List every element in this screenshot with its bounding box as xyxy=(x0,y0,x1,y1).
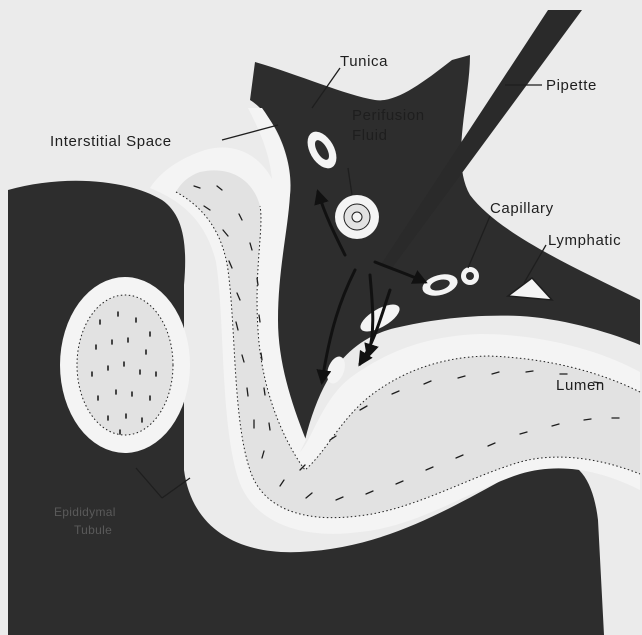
cell-center xyxy=(335,195,379,239)
tubule-cross-section-lumen xyxy=(77,295,173,435)
label-capillary: Capillary xyxy=(490,200,554,217)
label-lumen: Lumen xyxy=(556,377,605,394)
label-lymphatic: Lymphatic xyxy=(548,232,621,249)
label-interstitial-space: Interstitial Space xyxy=(50,133,172,150)
label-perifusion-fluid-1: Perifusion xyxy=(352,107,425,124)
label-tunica: Tunica xyxy=(340,53,388,70)
label-perifusion-fluid-2: Fluid xyxy=(352,127,388,144)
label-epididymal-tubule-1: Epididymal xyxy=(54,505,116,519)
label-pipette: Pipette xyxy=(546,77,597,94)
label-epididymal-tubule-2: Tubule xyxy=(74,523,112,537)
